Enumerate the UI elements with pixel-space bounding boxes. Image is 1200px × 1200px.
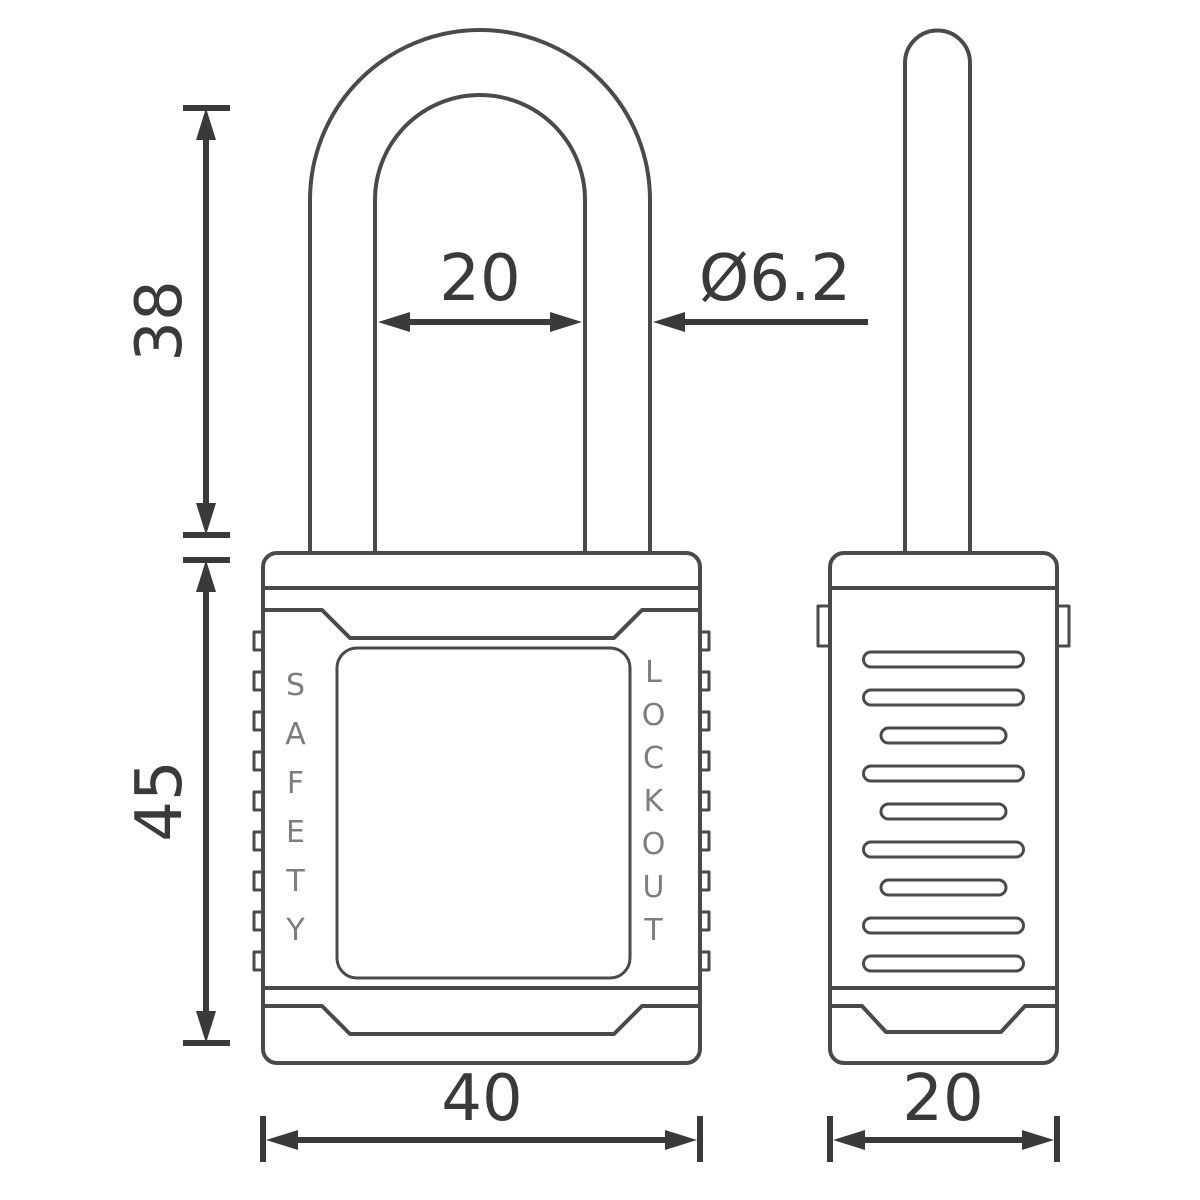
- dim-body-depth-label: 20: [902, 1062, 983, 1136]
- front-view: [252, 28, 711, 1065]
- shackle-front: [308, 28, 652, 562]
- dim-shackle-diameter: Ø6.2: [653, 242, 868, 332]
- dim-shackle-height-label: 38: [123, 280, 197, 361]
- dim-shackle-diameter-label: Ø6.2: [699, 242, 851, 316]
- vent-slots: [862, 650, 1025, 973]
- body-engraving-safety: SAFETY: [278, 668, 313, 962]
- body-side: [816, 551, 1071, 1065]
- dim-body-height: 45: [123, 557, 230, 1046]
- dim-body-height-label: 45: [123, 760, 197, 841]
- body-front: [252, 551, 711, 1065]
- body-engraving-lockout: LOCKOUT: [636, 655, 671, 956]
- dim-body-width: 40: [260, 1062, 703, 1162]
- dim-body-width-label: 40: [441, 1062, 522, 1136]
- dim-shackle-inner-width-label: 20: [439, 242, 520, 316]
- dim-shackle-height: 38: [123, 105, 230, 538]
- dim-body-depth: 20: [827, 1062, 1060, 1162]
- label-panel: [335, 646, 632, 980]
- side-view: [816, 28, 1071, 1065]
- dim-shackle-inner-width: 20: [378, 242, 582, 332]
- shackle-side: [903, 28, 972, 562]
